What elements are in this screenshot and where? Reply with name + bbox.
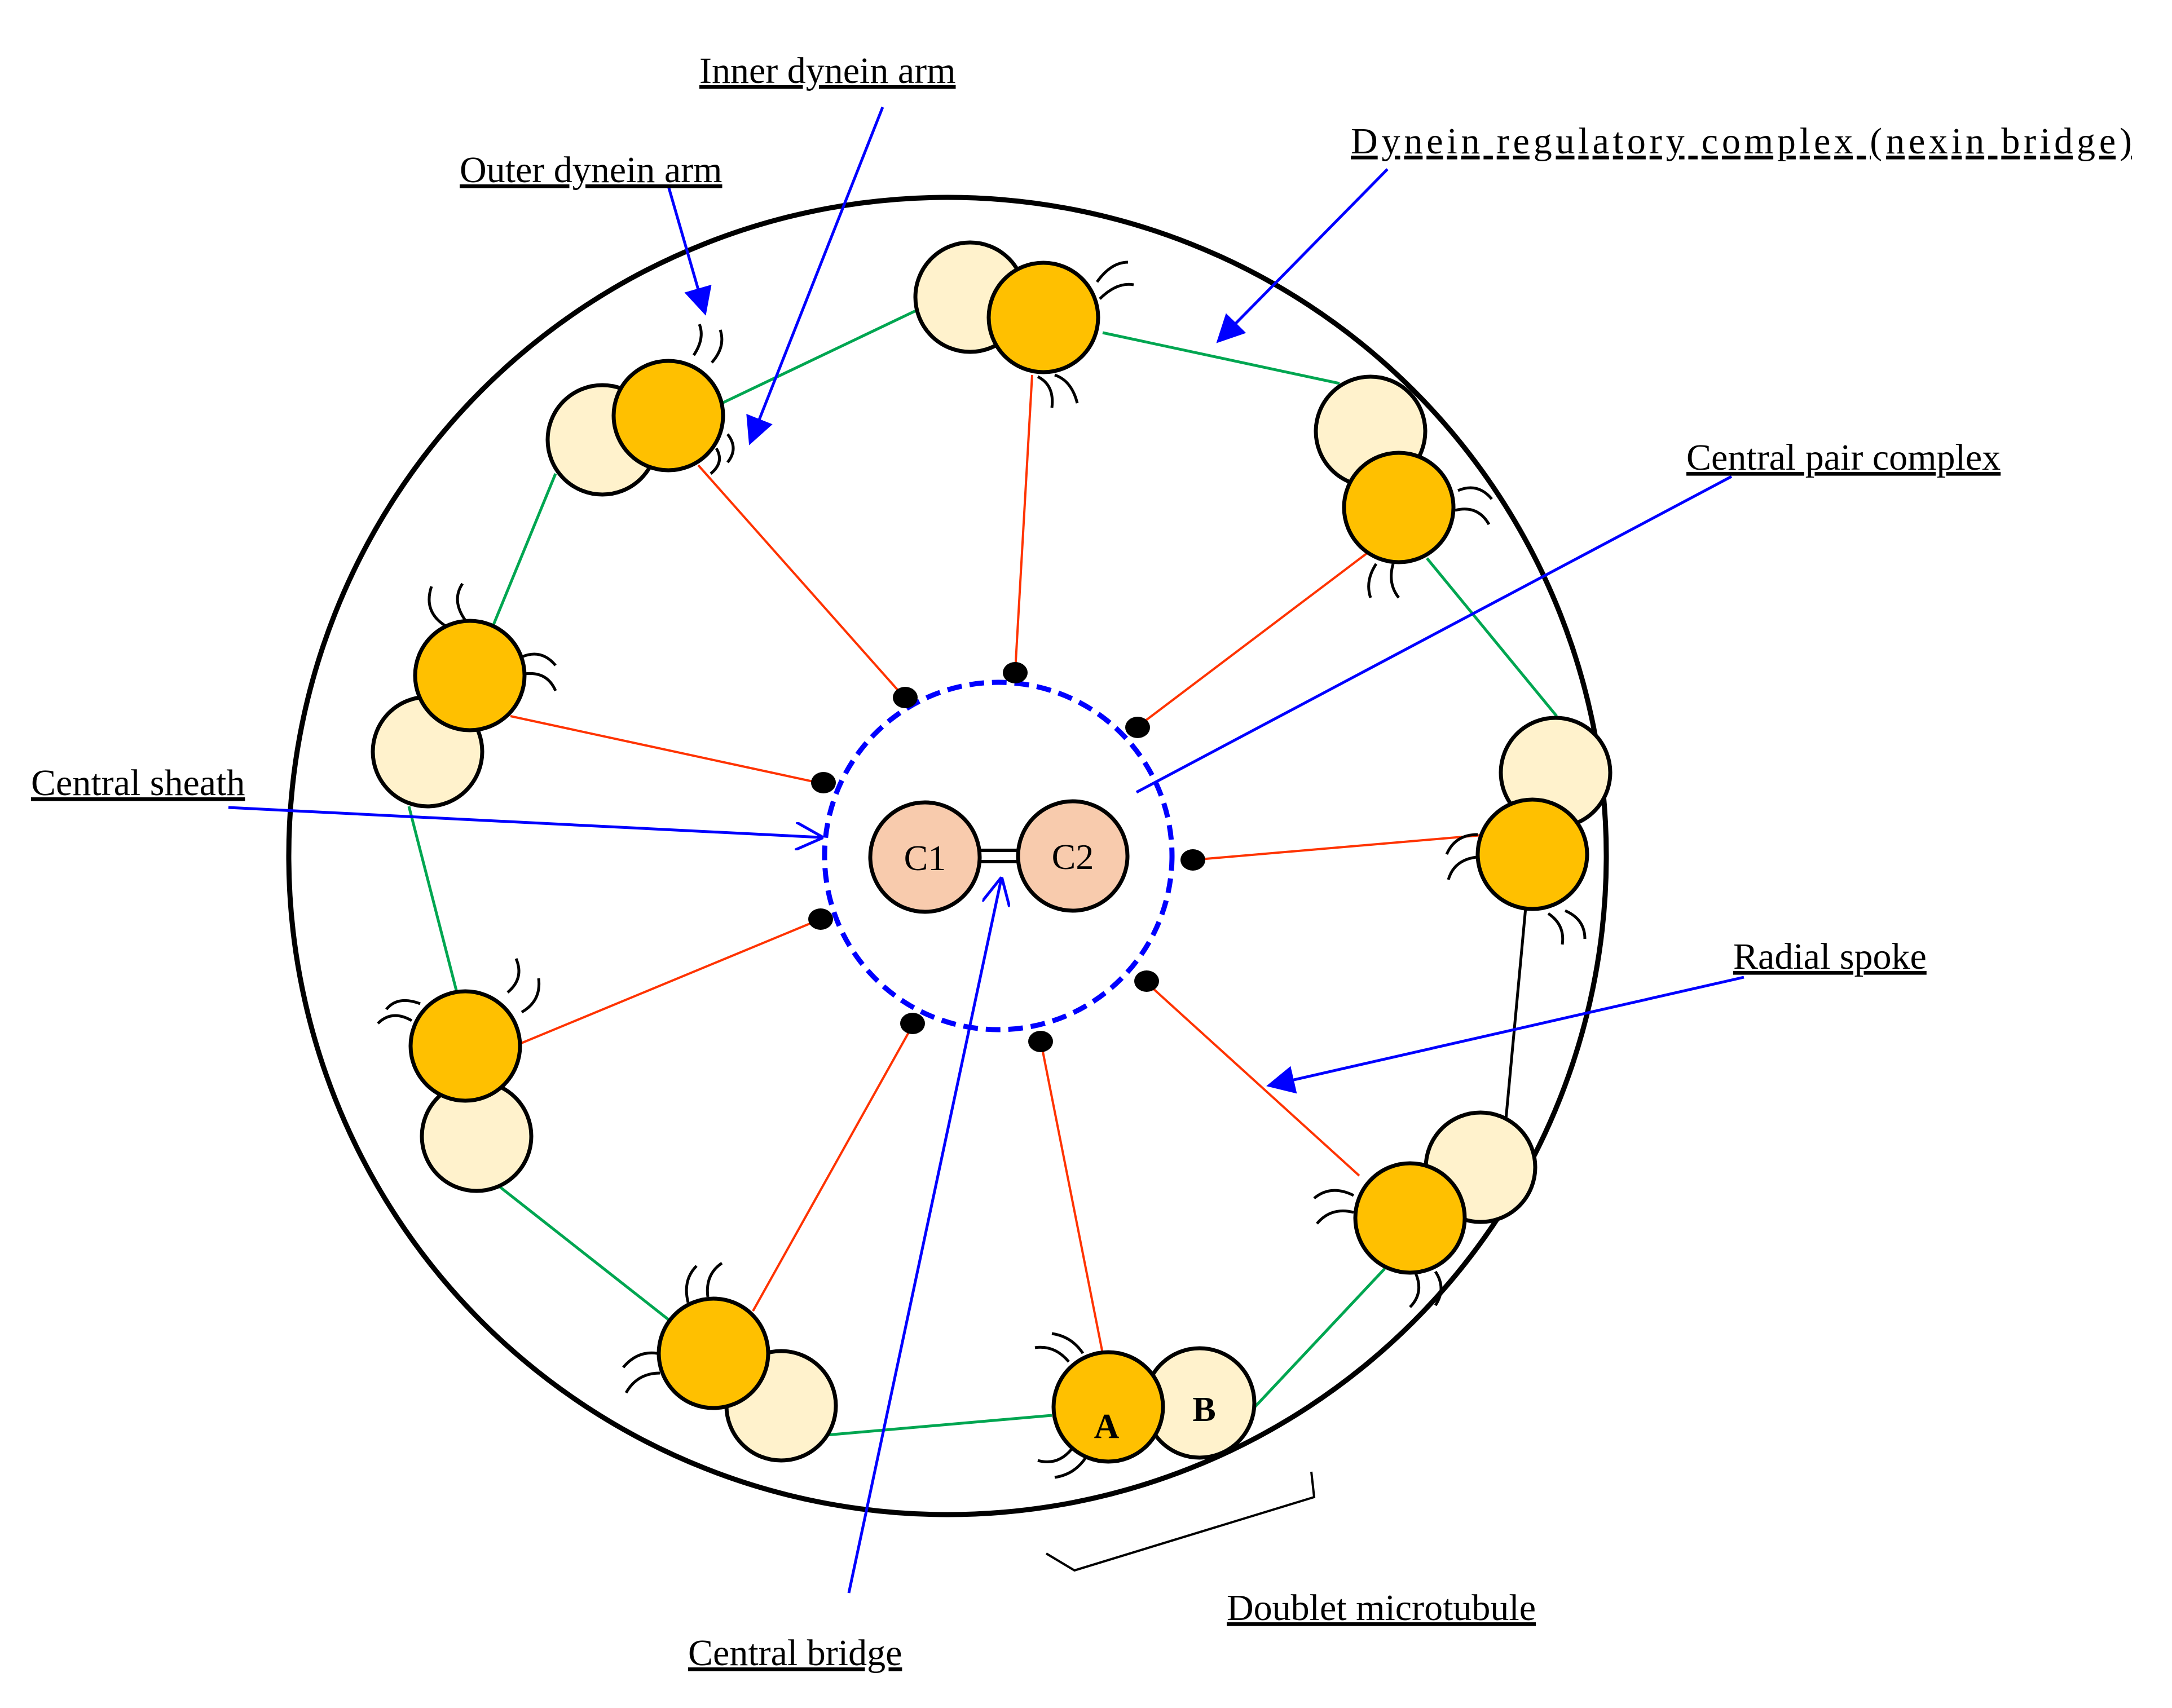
central-microtubule-c1 <box>868 800 982 914</box>
spoke-head <box>811 772 836 793</box>
dynein-arms <box>428 582 557 692</box>
spoke-head <box>1125 717 1150 738</box>
spoke-heads <box>808 662 1205 1052</box>
dynein-arms <box>377 958 541 1025</box>
dynein-arms <box>1313 1189 1443 1308</box>
radial-spoke-line <box>1014 374 1033 672</box>
doublet-6 <box>1034 1332 1257 1479</box>
dynein-arms <box>622 1261 723 1394</box>
radial-spoke-line <box>697 464 904 696</box>
doublet-5 <box>1313 1110 1537 1308</box>
doublet-3 <box>1314 374 1493 599</box>
spoke-head <box>893 687 918 708</box>
radial-spoke-line <box>510 715 824 785</box>
nexin-link <box>407 806 459 993</box>
a-tubule <box>1051 1350 1165 1464</box>
spoke-head <box>1180 849 1205 871</box>
label-outer-dynein-arm: Outer dynein arm <box>460 149 722 191</box>
radial-spoke-line <box>1144 980 1360 1177</box>
doublet-1 <box>545 324 735 497</box>
outer-dynein-arrow <box>667 186 712 316</box>
spoke-head <box>808 908 833 930</box>
label-doublet-microtubule: Doublet microtubule <box>1227 1587 1536 1628</box>
spoke-head <box>1028 1031 1053 1052</box>
central-pair: C1 C2 <box>868 799 1130 914</box>
a-tubule <box>1353 1161 1467 1275</box>
ciliary-membrane <box>286 195 1609 1517</box>
b-tubule-label: B <box>1192 1391 1215 1429</box>
a-tubule <box>408 989 522 1103</box>
nexin-link <box>1102 331 1340 385</box>
label-central-sheath: Central sheath <box>31 762 245 804</box>
nexin-link-black <box>1504 907 1527 1120</box>
dynein-arms <box>1445 833 1587 945</box>
radial-spokes <box>507 374 1490 1354</box>
doublet-9 <box>371 582 557 809</box>
nexin-link <box>489 473 557 632</box>
label-radial-spoke: Radial spoke <box>1733 936 1927 977</box>
label-central-pair-complex: Central pair complex <box>1686 437 2001 478</box>
inner-dynein-arrow <box>746 107 884 445</box>
a-tubule <box>1475 797 1589 911</box>
c2-label: C2 <box>1052 837 1094 877</box>
a-tubule <box>611 359 725 473</box>
nexin-link <box>1254 1268 1386 1408</box>
pointer-arrows <box>228 107 1744 1594</box>
radial-spoke-line <box>1192 833 1490 861</box>
central-sheath <box>822 679 1175 1032</box>
a-tubule-label: A <box>1094 1407 1120 1446</box>
radial-spoke-arrow <box>1266 976 1744 1094</box>
doublet-2 <box>913 240 1134 408</box>
spoke-head <box>1134 970 1159 992</box>
dynein-arms <box>692 324 735 475</box>
nexin-arrow <box>1216 168 1389 343</box>
central-sheath-arrow <box>228 806 821 837</box>
radial-spoke-line <box>1039 1040 1104 1354</box>
radial-spoke-line <box>752 1023 915 1312</box>
central-bridge-arrow <box>847 880 1001 1594</box>
central-microtubule-c2 <box>1016 799 1130 913</box>
label-dynein-regulatory-complex: Dynein regulatory complex (nexin bridge) <box>1351 121 2132 162</box>
a-tubule <box>986 261 1100 374</box>
a-tubule <box>413 619 527 732</box>
central-pair-arrow <box>1135 475 1733 794</box>
nexin-link <box>826 1414 1052 1437</box>
a-tubule <box>1342 451 1456 564</box>
radial-spoke-line <box>507 918 821 1050</box>
a-tubule <box>657 1296 770 1410</box>
label-inner-dynein-arm: Inner dynein arm <box>699 50 956 91</box>
nexin-link <box>1426 557 1558 717</box>
dynein-arms <box>1037 261 1134 408</box>
dynein-arms <box>1034 1332 1087 1479</box>
spoke-head <box>900 1013 925 1034</box>
dynein-arms <box>1367 486 1493 599</box>
nexin-link <box>495 1183 669 1321</box>
spoke-head <box>1003 662 1028 683</box>
nexin-link <box>721 307 920 405</box>
doublet-8 <box>377 958 541 1193</box>
nexin-links <box>407 307 1558 1437</box>
doublet-4 <box>1445 716 1613 945</box>
label-central-bridge: Central bridge <box>688 1632 902 1674</box>
doublet-bracket <box>1045 1471 1316 1572</box>
doublet-7 <box>622 1261 838 1463</box>
radial-spoke-line <box>1135 543 1380 729</box>
c1-label: C1 <box>904 838 946 878</box>
